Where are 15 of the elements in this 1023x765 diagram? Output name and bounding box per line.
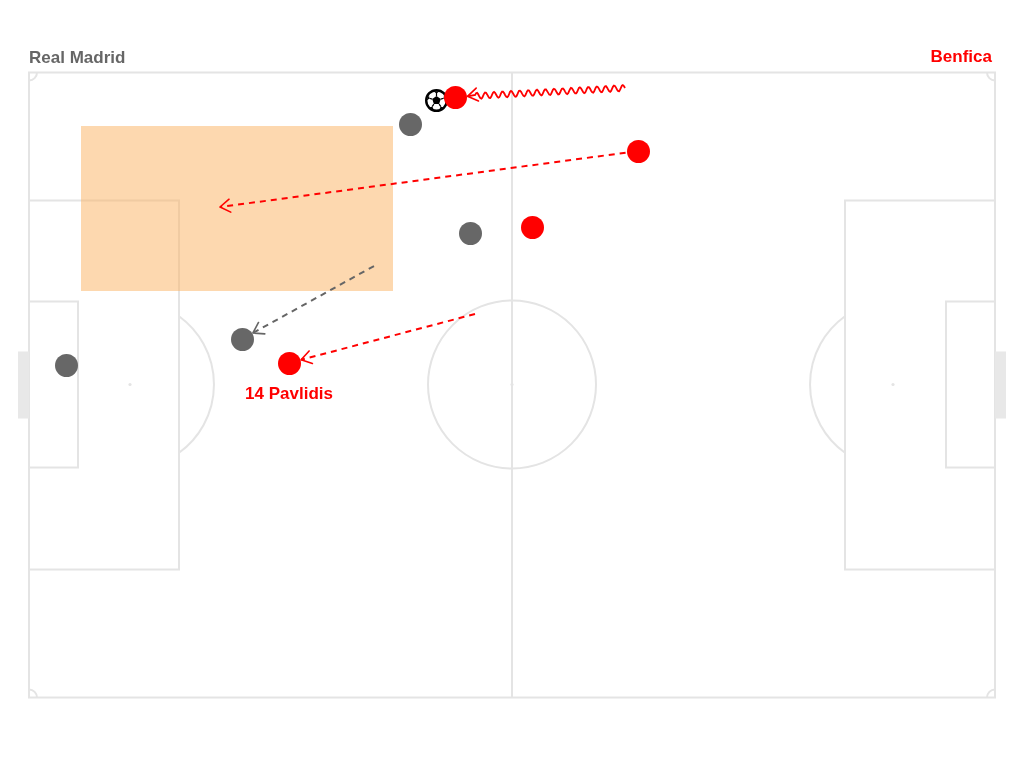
player-marker [54, 353, 78, 377]
player-marker [443, 85, 467, 109]
highlight-zone [81, 126, 393, 291]
player-marker [230, 327, 254, 351]
team-name: Benfica [930, 47, 992, 67]
team-name: Real Madrid [29, 48, 126, 68]
dashed-arrow [251, 265, 375, 335]
dashed-arrow [300, 313, 476, 365]
player-marker [520, 215, 544, 239]
player-marker [398, 112, 422, 136]
dashed-arrow [219, 151, 627, 213]
player-name: 14 Pavlidis [245, 383, 333, 404]
wavy-arrow [466, 83, 626, 102]
player-marker [626, 139, 650, 163]
player-marker [458, 221, 482, 245]
